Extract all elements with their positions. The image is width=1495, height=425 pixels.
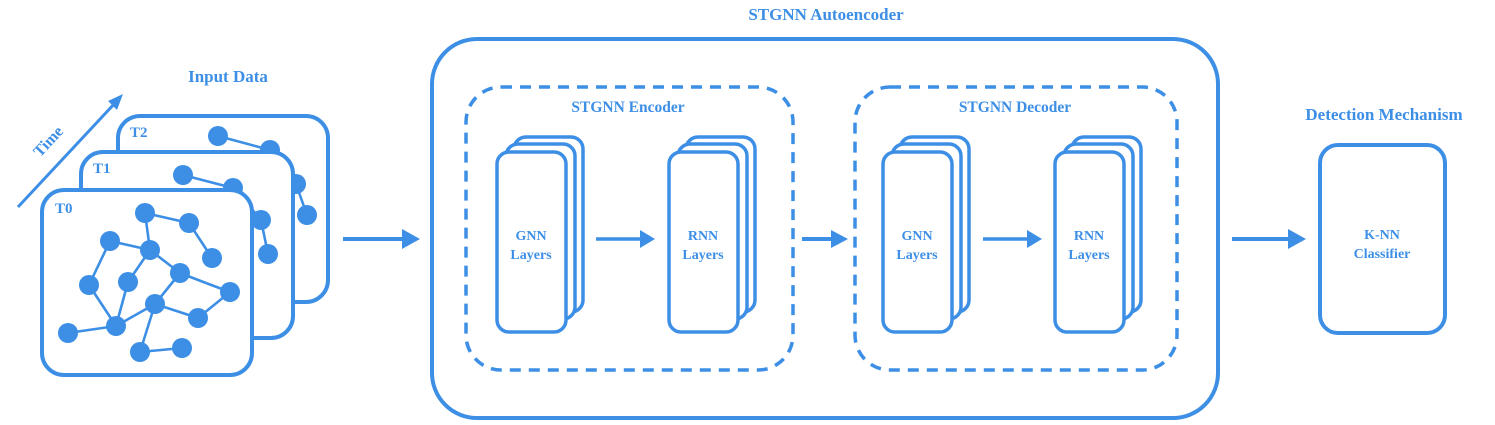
autoencoder-box xyxy=(430,37,1220,420)
flow-arrow-input-to-autoencoder xyxy=(343,229,420,249)
graph-node xyxy=(145,294,165,314)
decoder-title: STGNN Decoder xyxy=(959,99,1071,116)
encoder-gnn-label-2: Layers xyxy=(510,248,552,263)
encoder-title: STGNN Encoder xyxy=(571,99,684,116)
encoder-rnn-label-2: Layers xyxy=(682,248,724,263)
autoencoder-title: STGNN Autoencoder xyxy=(748,5,904,24)
encoder-rnn-label-1: RNN xyxy=(688,229,718,244)
encoder-gnn-layers-stack: GNN Layers xyxy=(495,135,585,334)
graph-node xyxy=(135,203,155,223)
frame-label-t0: T0 xyxy=(55,201,73,217)
graph-node xyxy=(130,342,150,362)
graph-node xyxy=(179,213,199,233)
decoder-gnn-label-2: Layers xyxy=(896,248,938,263)
graph-node xyxy=(202,248,222,268)
graph-node xyxy=(172,338,192,358)
time-arrow xyxy=(16,94,123,209)
encoder-gnn-label-1: GNN xyxy=(515,229,546,244)
encoder-rnn-layers-stack: RNN Layers xyxy=(667,135,757,334)
decoder-gnn-label-1: GNN xyxy=(901,229,932,244)
decoder-group: STGNN Decoder GNN Layers RNN Layers xyxy=(853,85,1179,372)
graph-node xyxy=(106,316,126,336)
graph-node xyxy=(173,165,193,185)
graph-frame-t0: T0 xyxy=(40,188,254,377)
encoder-group: STGNN Encoder GNN Layers RNN Layers xyxy=(464,85,795,372)
graph-node xyxy=(170,263,190,283)
knn-classifier-box: K-NN Classifier xyxy=(1318,143,1447,335)
graph-node xyxy=(251,210,271,230)
graph-node xyxy=(100,231,120,251)
decoder-gnn-layers-stack: GNN Layers xyxy=(881,135,971,334)
graph-node xyxy=(118,272,138,292)
graph-node xyxy=(79,275,99,295)
graph-node xyxy=(297,205,317,225)
decoder-rnn-label-2: Layers xyxy=(1068,248,1110,263)
frame-label-t2: T2 xyxy=(130,125,148,141)
time-label: Time xyxy=(30,123,66,160)
graph-node xyxy=(188,308,208,328)
decoder-rnn-layers-stack: RNN Layers xyxy=(1053,135,1143,334)
decoder-rnn-label-1: RNN xyxy=(1074,229,1104,244)
classifier-label-1: K-NN xyxy=(1364,228,1400,243)
decoder-inner-arrow xyxy=(983,230,1042,248)
classifier-label-2: Classifier xyxy=(1354,247,1411,262)
graph-node xyxy=(220,282,240,302)
graph-node xyxy=(258,244,278,264)
frame-label-t1: T1 xyxy=(93,161,111,177)
flow-arrow-autoencoder-to-detection xyxy=(1232,229,1306,249)
graph-node xyxy=(208,126,228,146)
encoder-inner-arrow xyxy=(596,230,655,248)
input-data-title: Input Data xyxy=(188,67,268,86)
graph-node xyxy=(58,323,78,343)
graph-node xyxy=(140,240,160,260)
flow-arrow-encoder-to-decoder xyxy=(802,230,848,248)
detection-title: Detection Mechanism xyxy=(1305,105,1462,124)
